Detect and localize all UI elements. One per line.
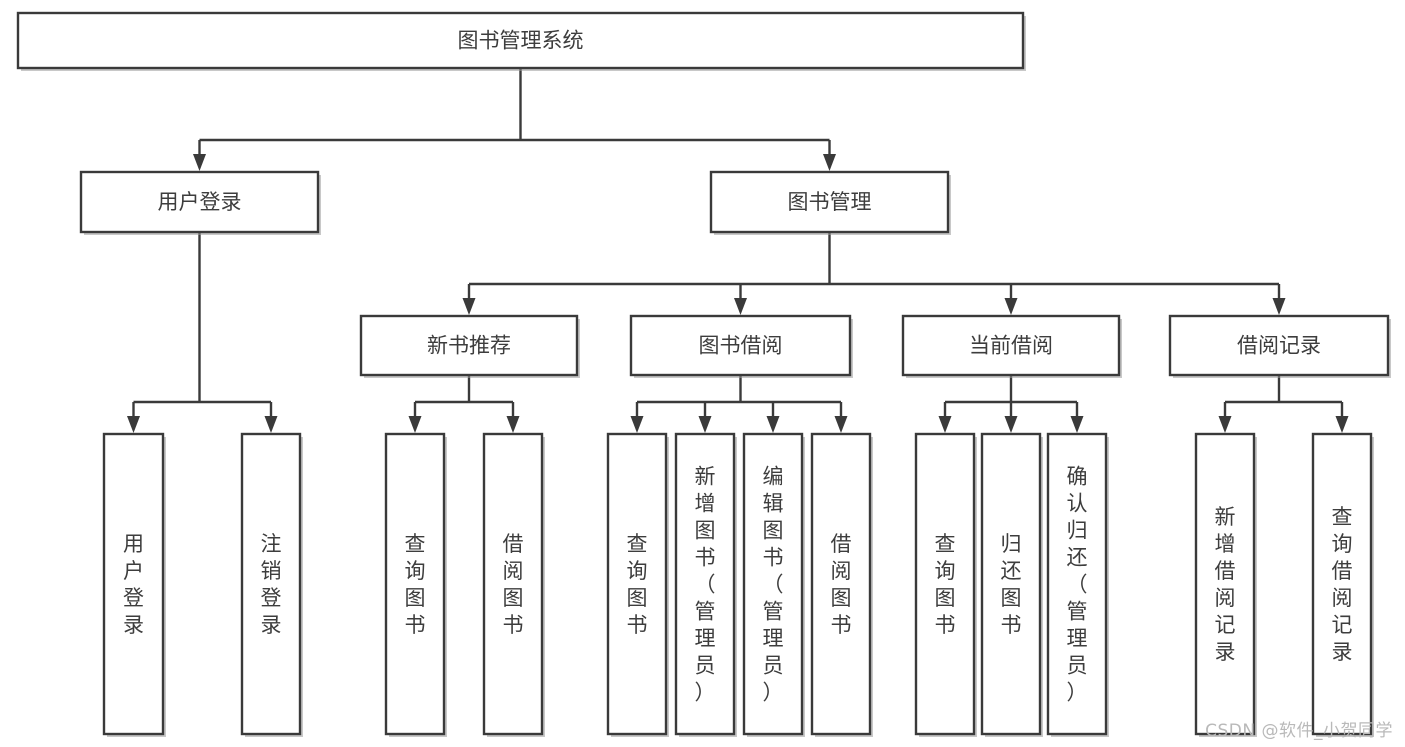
node-box[interactable] [384, 432, 446, 736]
arrow-head-icon [462, 298, 476, 315]
arrow-head-icon [834, 416, 848, 433]
node-box[interactable] [709, 170, 950, 234]
node-box[interactable] [629, 314, 852, 377]
watermark-text: CSDN @软件_小贺同学 [1205, 721, 1393, 741]
node-leaf-rec-borrow-book[interactable]: 借阅图书 [482, 432, 545, 737]
connector-group-new-book-rec [408, 375, 520, 433]
node-box[interactable] [359, 314, 579, 377]
node-leaf-borrow-add-book[interactable]: 新增图书（管理员） [674, 432, 737, 737]
connector-group-book-borrow [630, 375, 848, 433]
node-leaf-borrow-query-book[interactable]: 查询图书 [606, 432, 669, 737]
node-box[interactable] [742, 432, 804, 736]
node-box[interactable] [606, 432, 668, 736]
arrow-head-icon [734, 298, 747, 315]
arrow-head-icon [1272, 298, 1286, 315]
node-leaf-borrow-lend-book[interactable]: 借阅图书 [810, 432, 873, 737]
connector-group-borrow-record [1218, 375, 1349, 433]
arrow-head-icon [1218, 416, 1232, 433]
node-leaf-current-confirm-return[interactable]: 确认归还（管理员） [1046, 432, 1109, 737]
arrow-head-icon [264, 416, 278, 433]
connector-group-book-manage [462, 232, 1286, 315]
node-layer: 图书管理系统用户登录图书管理新书推荐图书借阅当前借阅借阅记录用户登录注销登录查询… [16, 11, 1391, 737]
node-label: 注销登录 [261, 532, 282, 637]
node-label: 当前借阅 [969, 334, 1053, 358]
node-box[interactable] [810, 432, 872, 736]
node-leaf-borrow-edit-book[interactable]: 编辑图书（管理员） [742, 432, 805, 737]
node-box[interactable] [1194, 432, 1256, 736]
node-leaf-current-query-book[interactable]: 查询图书 [914, 432, 977, 737]
node-label: 图书管理 [788, 190, 872, 214]
node-borrow-record[interactable]: 借阅记录 [1168, 314, 1391, 378]
node-box[interactable] [79, 170, 320, 234]
node-leaf-record-add[interactable]: 新增借阅记录 [1194, 432, 1257, 737]
arrow-head-icon [1004, 416, 1018, 433]
node-label: 查询图书 [405, 532, 426, 637]
arrow-head-icon [193, 154, 206, 171]
arrow-head-icon [408, 416, 422, 433]
connector-group-current-borrow [938, 375, 1084, 433]
node-label: 借阅图书 [831, 532, 852, 637]
arrow-head-icon [1335, 416, 1349, 433]
arrow-head-icon [127, 416, 140, 433]
connector-layer [127, 68, 1349, 433]
node-label: 归还图书 [1001, 532, 1022, 637]
node-label: 新增图书（管理员） [695, 465, 716, 705]
connector-group-root [193, 68, 836, 171]
connector-group-user-login [127, 232, 278, 433]
arrow-head-icon [698, 416, 712, 433]
node-leaf-current-return-book[interactable]: 归还图书 [980, 432, 1043, 737]
node-leaf-rec-query-book[interactable]: 查询图书 [384, 432, 447, 737]
node-box[interactable] [482, 432, 544, 736]
node-label: 查询借阅记录 [1332, 505, 1353, 664]
node-label: 图书管理系统 [458, 29, 584, 53]
node-label: 新书推荐 [427, 334, 511, 358]
node-current-borrow[interactable]: 当前借阅 [901, 314, 1122, 378]
node-user-login[interactable]: 用户登录 [79, 170, 321, 235]
node-label: 用户登录 [158, 190, 242, 214]
arrow-head-icon [506, 416, 520, 433]
node-label: 新增借阅记录 [1215, 505, 1236, 664]
node-label: 编辑图书（管理员） [763, 465, 784, 705]
node-new-book-rec[interactable]: 新书推荐 [359, 314, 580, 378]
node-label: 借阅图书 [503, 532, 524, 637]
node-label: 查询图书 [627, 532, 648, 637]
node-box[interactable] [1046, 432, 1108, 736]
node-box[interactable] [980, 432, 1042, 736]
node-box[interactable] [102, 432, 165, 736]
arrow-head-icon [630, 416, 644, 433]
node-root[interactable]: 图书管理系统 [16, 11, 1026, 71]
node-label: 查询图书 [935, 532, 956, 637]
node-box[interactable] [674, 432, 736, 736]
arrow-head-icon [1004, 298, 1018, 315]
node-box[interactable] [16, 11, 1025, 70]
node-label: 用户登录 [123, 532, 144, 637]
arrow-head-icon [823, 154, 836, 171]
node-box[interactable] [1311, 432, 1373, 736]
node-label: 确认归还（管理员） [1067, 465, 1088, 705]
node-box[interactable] [240, 432, 302, 736]
arrow-head-icon [938, 416, 952, 433]
node-box[interactable] [901, 314, 1121, 377]
node-book-manage[interactable]: 图书管理 [709, 170, 951, 235]
node-box[interactable] [914, 432, 976, 736]
node-label: 借阅记录 [1237, 334, 1321, 358]
node-label: 图书借阅 [699, 334, 783, 358]
node-leaf-user-login[interactable]: 用户登录 [102, 432, 166, 737]
arrow-head-icon [1070, 416, 1084, 433]
node-leaf-user-logout[interactable]: 注销登录 [240, 432, 303, 737]
node-box[interactable] [1168, 314, 1390, 377]
node-book-borrow[interactable]: 图书借阅 [629, 314, 853, 378]
node-leaf-record-query[interactable]: 查询借阅记录 [1311, 432, 1374, 737]
arrow-head-icon [766, 416, 780, 433]
